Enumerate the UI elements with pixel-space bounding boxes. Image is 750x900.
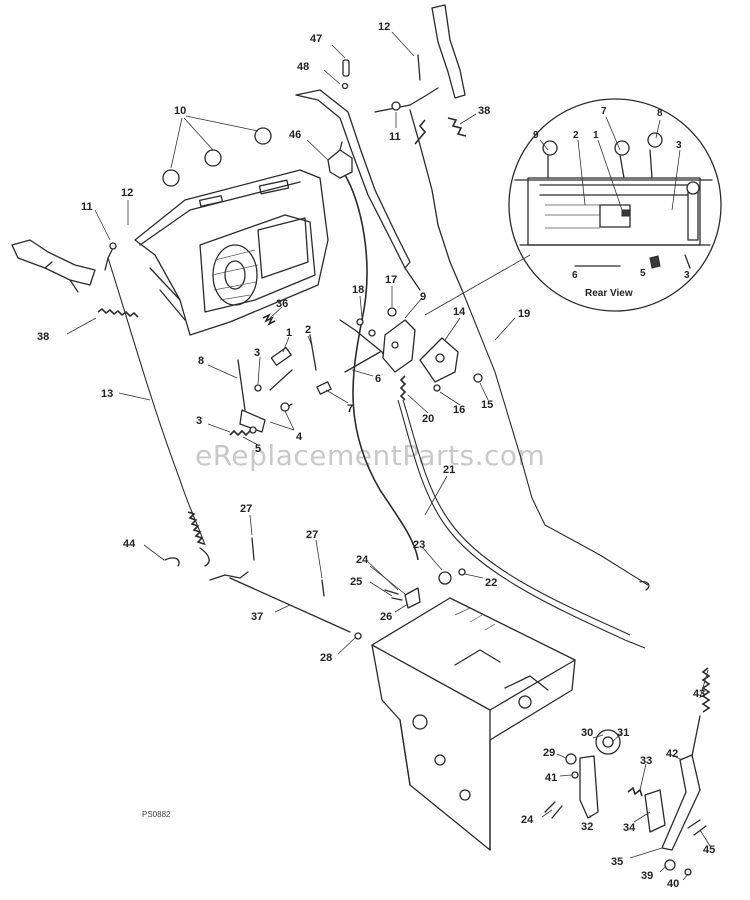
control-cable xyxy=(344,174,419,561)
callout-35: 35 xyxy=(611,856,623,868)
callout-37: 37 xyxy=(251,611,263,623)
inset-callout-3b: 3 xyxy=(684,270,690,281)
callout-18: 18 xyxy=(352,284,364,296)
callout-48: 48 xyxy=(297,61,309,73)
pulley-parts xyxy=(384,568,466,609)
inset-callout-8: 8 xyxy=(657,108,663,119)
callout-39: 39 xyxy=(641,870,653,882)
inset-callout-2: 2 xyxy=(573,130,579,141)
callout-12b: 12 xyxy=(121,187,133,199)
callout-20: 20 xyxy=(422,413,434,425)
callout-labels: 47 48 12 11 38 10 46 12 11 38 13 8 3 36 … xyxy=(37,21,715,890)
inset-callout-1: 1 xyxy=(593,130,599,141)
callout-2: 2 xyxy=(305,324,311,336)
idler-arm xyxy=(661,667,711,876)
callout-17: 17 xyxy=(385,274,397,286)
inset-callout-9: 9 xyxy=(533,130,539,141)
callout-13: 13 xyxy=(101,388,113,400)
callout-46: 46 xyxy=(289,129,301,141)
auger-rod xyxy=(461,289,649,586)
dash-panel xyxy=(134,169,329,336)
callout-16: 16 xyxy=(453,404,465,416)
left-handle xyxy=(11,239,117,293)
callout-8: 8 xyxy=(198,355,204,367)
left-spring xyxy=(97,307,139,318)
inset-callout-5: 5 xyxy=(640,268,646,279)
inset-labels: 9 2 1 7 8 3 6 5 3 Rear View xyxy=(533,106,690,299)
callout-40: 40 xyxy=(667,878,679,890)
callout-38b: 38 xyxy=(37,331,49,343)
idler-parts xyxy=(544,729,666,833)
callout-27: 27 xyxy=(240,503,252,515)
callout-7: 7 xyxy=(347,403,353,415)
callout-10: 10 xyxy=(174,105,186,117)
callout-29: 29 xyxy=(543,747,555,759)
inset-callout-3: 3 xyxy=(676,140,682,151)
callout-47: 47 xyxy=(310,33,322,45)
throttle-lever xyxy=(327,141,353,179)
callout-22: 22 xyxy=(485,577,497,589)
callout-24: 24 xyxy=(356,554,369,566)
callout-25: 25 xyxy=(350,576,362,588)
callout-1: 1 xyxy=(286,327,292,339)
callout-45: 45 xyxy=(703,844,715,856)
callout-36: 36 xyxy=(276,298,288,310)
callout-21: 21 xyxy=(443,464,455,476)
callout-34: 34 xyxy=(623,822,636,834)
callout-15: 15 xyxy=(481,399,493,411)
reference-code: PS0882 xyxy=(142,810,171,819)
right-spring-lower xyxy=(447,117,467,137)
inset-caption: Rear View xyxy=(585,288,633,299)
callout-11b: 11 xyxy=(81,201,93,213)
callout-12: 12 xyxy=(378,21,390,33)
callout-4: 4 xyxy=(296,431,303,443)
inset-callout-6: 6 xyxy=(572,270,578,281)
callout-44: 44 xyxy=(123,538,136,550)
callout-6: 6 xyxy=(375,373,381,385)
callout-32: 32 xyxy=(581,821,593,833)
drive-cable-inner xyxy=(402,399,631,636)
callout-3: 3 xyxy=(254,347,260,359)
callout-23: 23 xyxy=(413,539,425,551)
callout-26: 26 xyxy=(380,611,392,623)
linkage-cluster xyxy=(229,313,317,437)
right-spring xyxy=(414,119,427,145)
knob-set xyxy=(162,127,272,187)
callout-43: 43 xyxy=(693,688,705,700)
drive-cable xyxy=(397,399,646,649)
callout-19: 19 xyxy=(518,308,530,320)
frame-housing xyxy=(371,597,576,851)
callout-14: 14 xyxy=(453,306,466,318)
callout-5: 5 xyxy=(255,443,261,455)
callout-9: 9 xyxy=(420,291,426,303)
pin-parts xyxy=(341,59,350,90)
callout-33: 33 xyxy=(640,755,652,767)
leader-lines xyxy=(66,31,711,881)
inset-connector-leader xyxy=(424,254,531,316)
shift-rod xyxy=(164,537,362,640)
right-handle xyxy=(374,4,466,291)
callout-31: 31 xyxy=(617,727,629,739)
watermark: eReplacementParts.com xyxy=(195,439,545,472)
left-cable-spring xyxy=(187,511,205,545)
callout-24b: 24 xyxy=(521,814,534,826)
bracket-parts xyxy=(316,307,483,401)
callout-28: 28 xyxy=(320,652,332,664)
callout-27b: 27 xyxy=(306,529,318,541)
callout-42: 42 xyxy=(666,748,678,760)
callout-11: 11 xyxy=(389,131,401,143)
callout-3b: 3 xyxy=(196,415,202,427)
inset-callout-7: 7 xyxy=(601,106,607,117)
callout-41: 41 xyxy=(545,772,557,784)
callout-30: 30 xyxy=(581,727,593,739)
rear-view-inset xyxy=(508,98,722,312)
callout-38: 38 xyxy=(478,105,490,117)
